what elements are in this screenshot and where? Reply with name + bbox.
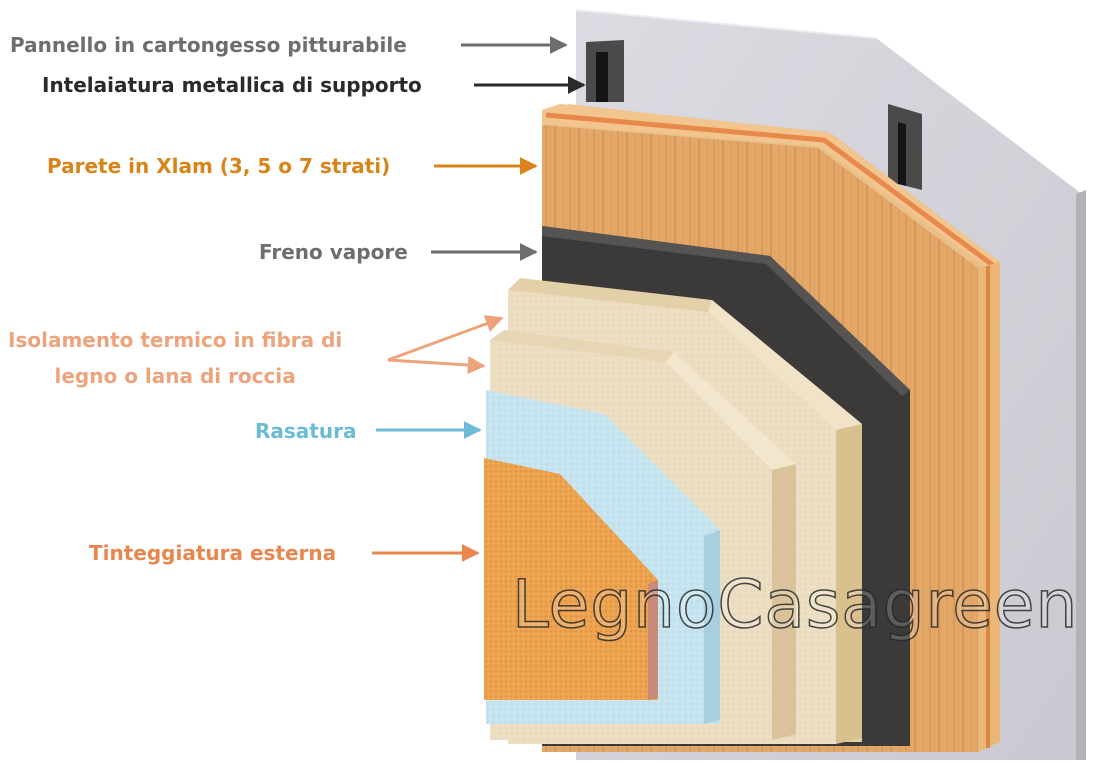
label-insulation: Isolamento termico in fibra di legno o l… — [8, 322, 342, 394]
leader-arrows — [372, 36, 586, 562]
arrow-insulation-2 — [387, 356, 486, 374]
label-insulation-line-2: legno o lana di roccia — [54, 364, 296, 388]
arrow-insulation-1 — [387, 315, 504, 362]
exterior-paint — [484, 458, 658, 700]
metal-studs — [586, 40, 922, 190]
label-vapor-barrier: Freno vapore — [259, 240, 408, 264]
label-exterior-paint: Tinteggiatura esterna — [89, 541, 337, 565]
label-skim-coat: Rasatura — [255, 419, 357, 443]
label-metal-frame: Intelaiatura metallica di supporto — [42, 73, 422, 97]
watermark: LegnoCasagreen — [511, 566, 1079, 643]
label-insulation-line-1: Isolamento termico in fibra di — [8, 328, 343, 352]
label-gypsum-panel: Pannello in cartongesso pitturabile — [10, 33, 407, 57]
label-xlam-wall: Parete in Xlam (3, 5 o 7 strati) — [47, 154, 391, 178]
